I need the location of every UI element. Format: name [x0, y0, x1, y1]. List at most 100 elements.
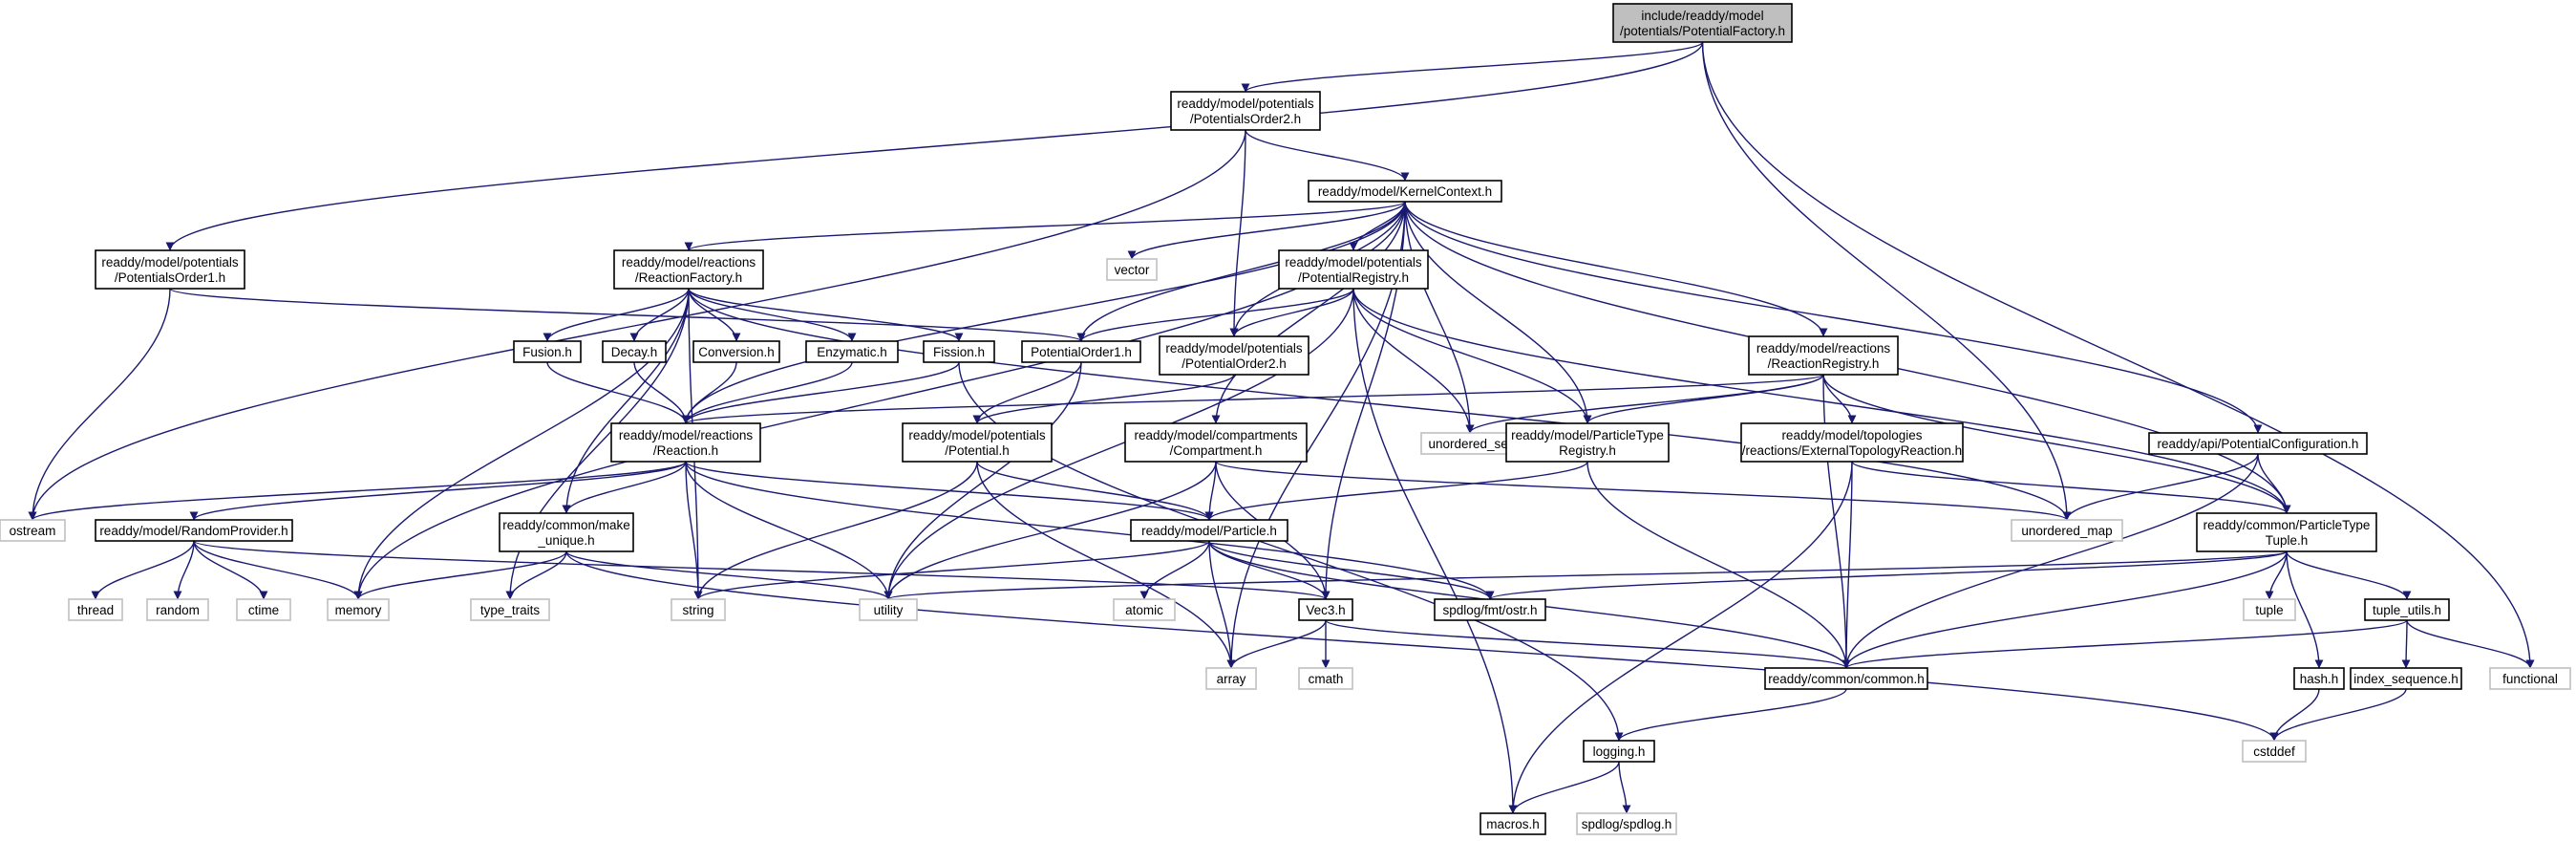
node-box	[1748, 335, 1899, 376]
node-potentials-order2-h-top[interactable]: readdy/model/potentials/PotentialsOrder2…	[1170, 91, 1321, 131]
node-box	[923, 340, 995, 363]
edge-make-unique-h-to-cstddef	[565, 550, 2279, 742]
node-vector[interactable]: vector	[1106, 258, 1158, 281]
node-reaction-factory-h[interactable]: readdy/model/reactions/ReactionFactory.h	[613, 249, 764, 290]
node-label: readdy/model/topologies	[1781, 428, 1922, 442]
node-box	[2196, 512, 2377, 552]
edge-particle-type-tuple-h-to-hash-h	[2286, 550, 2324, 669]
node-box	[1106, 258, 1158, 281]
edge-vec3-h-to-array	[1226, 619, 1327, 669]
node-label: /ReactionFactory.h	[635, 270, 742, 285]
node-potential-order1-h[interactable]: PotentialOrder1.h	[1021, 340, 1141, 363]
node-label: readdy/model/potentials	[101, 255, 239, 270]
node-macros-h[interactable]: macros.h	[1480, 812, 1546, 835]
node-kernel-context-h[interactable]: readdy/model/KernelContext.h	[1308, 180, 1502, 203]
node-label: readdy/model/compartments	[1134, 428, 1297, 442]
node-box	[2242, 740, 2307, 763]
edge-tuple-utils-h-to-common-h	[1842, 619, 2408, 669]
node-box	[146, 598, 209, 621]
node-cstddef[interactable]: cstddef	[2242, 740, 2307, 763]
node-logging-h[interactable]: logging.h	[1583, 740, 1655, 763]
node-utility[interactable]: utility	[859, 598, 918, 621]
edge-random-provider-h-to-ctime	[193, 540, 268, 600]
edge-kernel-context-h-to-reaction-factory-h	[684, 201, 1406, 251]
node-spdlog-h[interactable]: spdlog/spdlog.h	[1576, 812, 1677, 835]
node-label: cmath	[1309, 672, 1344, 686]
node-spdlog-fmt-ostr-h[interactable]: spdlog/fmt/ostr.h	[1434, 598, 1546, 621]
node-functional[interactable]: functional	[2489, 667, 2571, 690]
node-ostream[interactable]: ostream	[0, 519, 66, 542]
edge-compartment-h-to-utility	[884, 461, 1217, 600]
node-ctime[interactable]: ctime	[236, 598, 291, 621]
edge-reaction-h-to-spdlog-fmt-ostr-h	[685, 461, 1495, 600]
node-external-topology-reaction-h[interactable]: readdy/model/topologies/reactions/Extern…	[1740, 422, 1964, 463]
node-potential-order2-h[interactable]: readdy/model/potentials/PotentialOrder2.…	[1159, 335, 1309, 376]
edge-reaction-factory-h-to-fusion-h	[543, 288, 690, 342]
node-decay-h[interactable]: Decay.h	[602, 340, 667, 363]
node-label: _unique.h	[537, 533, 594, 548]
node-box	[2364, 598, 2450, 621]
edge-random-provider-h-to-thread	[91, 540, 195, 600]
edge-logging-h-to-spdlog-h	[1618, 761, 1631, 814]
node-random-provider-h[interactable]: readdy/model/RandomProvider.h	[95, 519, 293, 542]
node-tuple-utils-h[interactable]: tuple_utils.h	[2364, 598, 2450, 621]
node-atomic[interactable]: atomic	[1113, 598, 1176, 621]
node-hash-h[interactable]: hash.h	[2293, 667, 2345, 690]
node-box	[513, 340, 582, 363]
node-potential-factory-h[interactable]: include/readdy/model/potentials/Potentia…	[1612, 3, 1793, 43]
node-random[interactable]: random	[146, 598, 209, 621]
node-box	[805, 340, 899, 363]
node-memory[interactable]: memory	[327, 598, 390, 621]
node-unordered-set[interactable]: unordered_set	[1420, 432, 1520, 455]
node-string[interactable]: string	[671, 598, 726, 621]
node-tuple[interactable]: tuple	[2243, 598, 2296, 621]
node-box	[68, 598, 123, 621]
node-common-h[interactable]: readdy/common/common.h	[1764, 667, 1928, 690]
node-compartment-h[interactable]: readdy/model/compartments/Compartment.h	[1124, 422, 1308, 463]
edge-potential-configuration-h-to-unordered-map	[2062, 453, 2259, 521]
node-potential-registry-h[interactable]: readdy/model/potentials/PotentialRegistr…	[1278, 249, 1429, 290]
node-particle-h[interactable]: readdy/model/Particle.h	[1130, 519, 1288, 542]
node-conversion-h[interactable]: Conversion.h	[692, 340, 780, 363]
edge-potential-h-to-array	[976, 461, 1236, 669]
node-potential-h[interactable]: readdy/model/potentials/Potential.h	[902, 422, 1053, 463]
node-vec3-h[interactable]: Vec3.h	[1298, 598, 1353, 621]
node-reaction-h[interactable]: readdy/model/reactions/Reaction.h	[610, 422, 761, 463]
node-label: ctime	[248, 603, 279, 617]
edge-particle-type-tuple-h-to-common-h	[1842, 550, 2288, 669]
edge-external-topology-reaction-h-to-macros-h	[1508, 461, 1853, 814]
node-make-unique-h[interactable]: readdy/common/make_unique.h	[499, 512, 634, 552]
node-enzymatic-h[interactable]: Enzymatic.h	[805, 340, 899, 363]
node-box	[499, 512, 634, 552]
node-label: hash.h	[2300, 672, 2339, 686]
node-label: thread	[77, 603, 114, 617]
node-type-traits[interactable]: type_traits	[470, 598, 550, 621]
node-potential-configuration-h[interactable]: readdy/api/PotentialConfiguration.h	[2148, 432, 2368, 455]
node-array[interactable]: array	[1205, 667, 1257, 690]
node-fusion-h[interactable]: Fusion.h	[513, 340, 582, 363]
edge-external-topology-reaction-h-to-common-h	[1842, 461, 1853, 669]
node-box	[2148, 432, 2368, 455]
edge-reaction-h-to-ostream	[28, 461, 687, 521]
node-label: /PotentialsOrder1.h	[115, 270, 225, 285]
edge-vec3-h-to-common-h	[1325, 619, 1851, 669]
node-potentials-order1-h[interactable]: readdy/model/potentials/PotentialsOrder1…	[95, 249, 245, 290]
node-label: readdy/common/make	[502, 518, 630, 532]
node-label: cstddef	[2253, 744, 2295, 759]
node-unordered-map[interactable]: unordered_map	[2011, 519, 2123, 542]
node-thread[interactable]: thread	[68, 598, 123, 621]
node-label: Enzymatic.h	[817, 345, 887, 359]
node-fission-h[interactable]: Fission.h	[923, 340, 995, 363]
node-box	[1298, 667, 1353, 690]
node-reaction-registry-h[interactable]: readdy/model/reactions/ReactionRegistry.…	[1748, 335, 1899, 376]
edges-layer	[28, 41, 2535, 814]
node-index-sequence-h[interactable]: index_sequence.h	[2350, 667, 2462, 690]
edge-reaction-registry-h-to-particle-type-tuple-h	[1822, 374, 2291, 514]
node-box	[0, 519, 66, 542]
node-label: unordered_set	[1428, 437, 1511, 451]
node-cmath[interactable]: cmath	[1298, 667, 1353, 690]
edge-potential-registry-h-to-particle-type-tuple-h	[1352, 288, 2291, 514]
